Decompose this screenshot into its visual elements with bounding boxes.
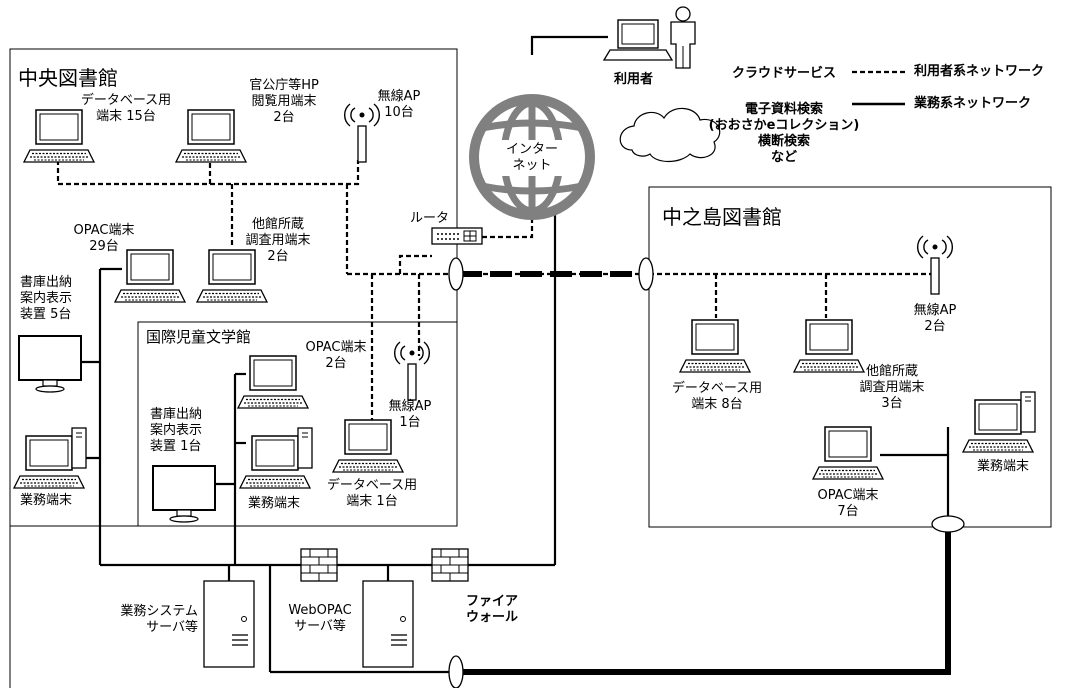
cloud-services-label: 電子資料検索(おおさかeコレクション)横断検索など [708, 102, 860, 165]
nakanoshima-opac-icon [812, 426, 884, 480]
legend-business-network: 業務系ネットワーク [914, 96, 1032, 111]
kokusai-building-title: 国際児童文学館 [146, 328, 252, 346]
internet-globe-icon [469, 94, 595, 220]
firewall-left-icon [300, 548, 338, 582]
chuo-stack-display-label: 書庫出納案内表示装置 5台 [20, 275, 73, 322]
nakanoshima-business-terminal-icon [963, 392, 1035, 452]
kokusai-business-terminal-label: 業務端末 [248, 496, 301, 511]
kokusai-business-terminal-icon [240, 428, 312, 488]
chuo-db-terminal-label: データベース用端末 15台 [80, 93, 172, 124]
webopac-server-icon [362, 580, 414, 668]
nakanoshima-building-title: 中之島図書館 [662, 205, 782, 229]
chuo-business-terminal-label: 業務端末 [20, 493, 73, 508]
cloud-icon [619, 107, 721, 163]
chuo-opac-icon [114, 249, 186, 303]
user-label: 利用者 [614, 72, 654, 87]
cloud-title: クラウドサービス [732, 66, 837, 81]
user-laptop-icon [602, 19, 674, 61]
nakanoshima-wireless-ap-icon [916, 235, 954, 295]
nakanoshima-business-terminal-label: 業務端末 [977, 459, 1030, 474]
kokusai-opac-icon [237, 355, 309, 409]
firewall-label: ファイアウォール [466, 594, 519, 625]
kokusai-building-frame [137, 321, 458, 527]
kokusai-stack-display-label: 書庫出納案内表示装置 1台 [150, 407, 203, 454]
business-server-icon [203, 580, 255, 668]
person-icon [670, 6, 696, 69]
internet-label: インターネット [505, 142, 558, 173]
chuo-stack-display-icon [18, 335, 82, 393]
kokusai-stack-display-icon [152, 465, 216, 523]
legend-user-network: 利用者系ネットワーク [914, 64, 1045, 79]
user-network-lines [56, 160, 935, 420]
kokusai-db-terminal-label: データベース用端末 1台 [326, 478, 418, 509]
nakanoshima-db-terminal-icon [679, 319, 751, 373]
inter-building-business-link [462, 530, 951, 675]
kokusai-wireless-ap-icon [393, 341, 431, 401]
chuo-building-title: 中央図書館 [18, 66, 118, 90]
nakanoshima-db-terminal-label: データベース用端末 8台 [671, 381, 763, 412]
business-server-label: 業務システムサーバ等 [120, 604, 198, 635]
nakanoshima-building-frame [648, 186, 1052, 528]
router-label: ルータ [410, 211, 450, 226]
router-icon [431, 227, 483, 245]
chuo-business-terminal-icon [14, 428, 86, 488]
firewall-right-icon [431, 548, 469, 582]
